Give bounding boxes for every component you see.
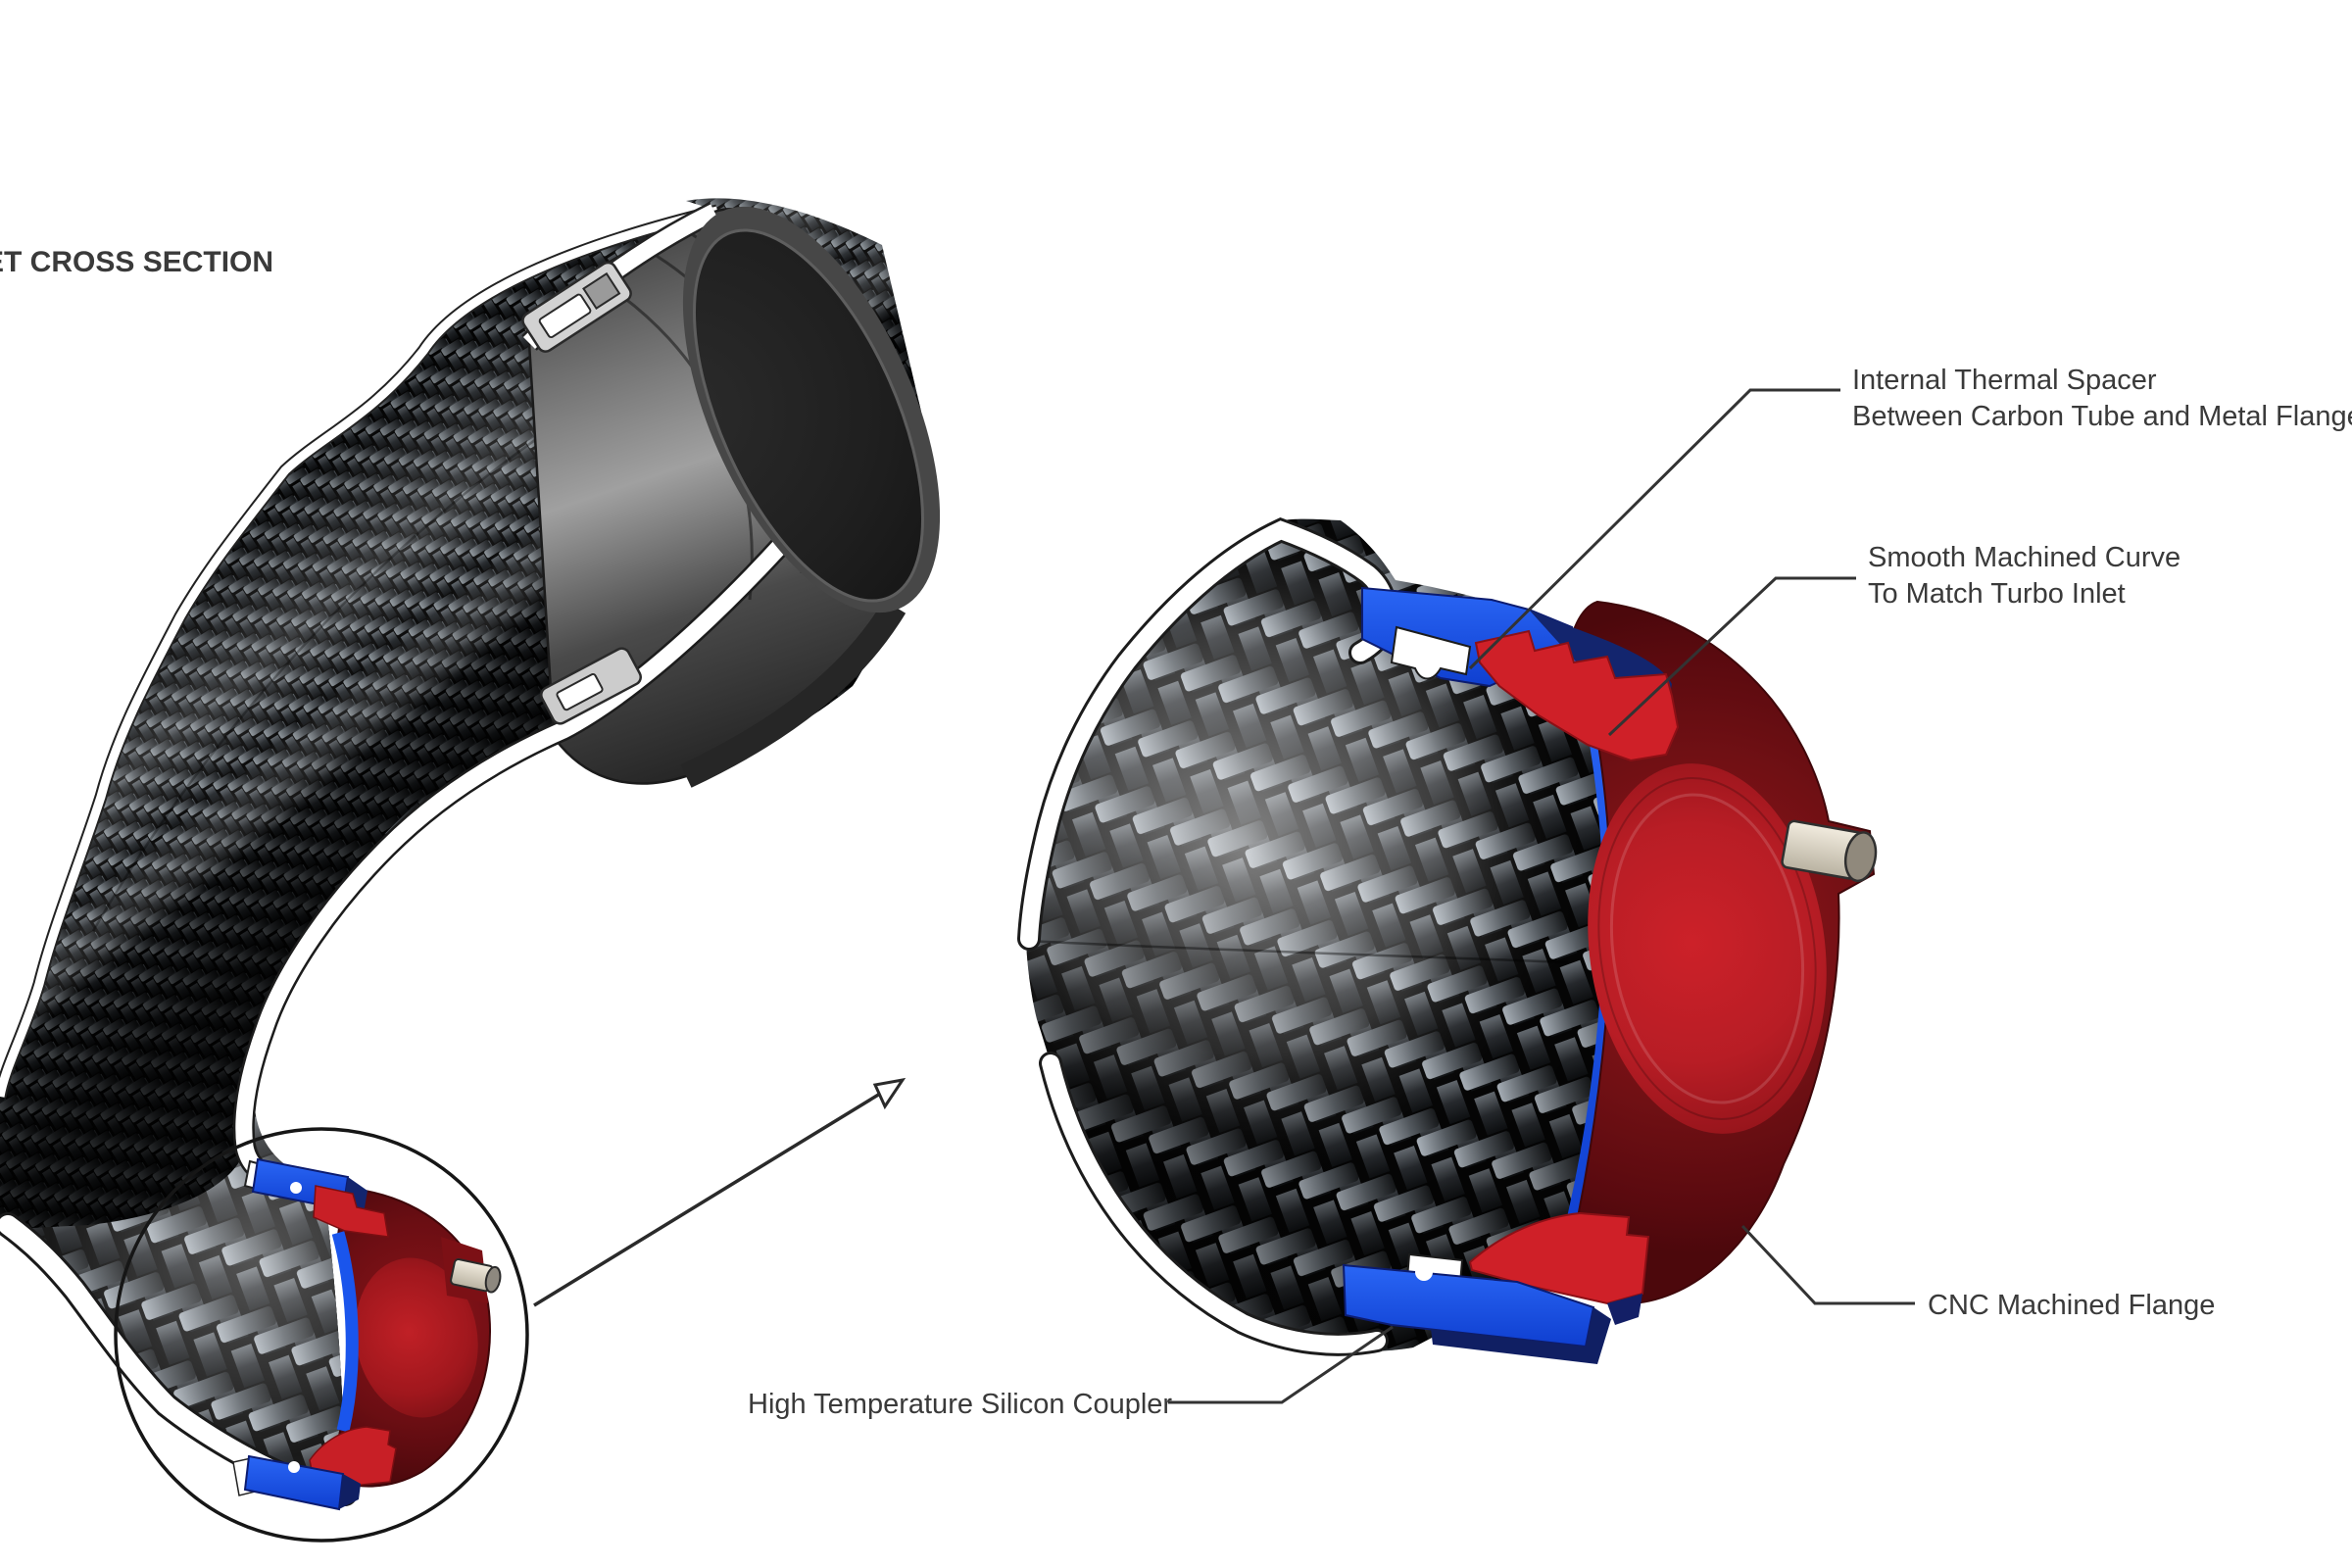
svg-text:High Temperature Silicon Coupl: High Temperature Silicon Coupler bbox=[748, 1389, 1172, 1420]
svg-text:Internal Thermal Spacer: Internal Thermal Spacer bbox=[1852, 365, 2157, 396]
svg-text:To Match Turbo Inlet: To Match Turbo Inlet bbox=[1868, 578, 2126, 610]
svg-text:Smooth Machined Curve: Smooth Machined Curve bbox=[1868, 542, 2180, 573]
svg-text:CNC Machined Flange: CNC Machined Flange bbox=[1928, 1290, 2215, 1321]
svg-text:Between Carbon Tube and Metal: Between Carbon Tube and Metal Flange bbox=[1852, 401, 2352, 432]
svg-text:ET CROSS SECTION: ET CROSS SECTION bbox=[0, 246, 273, 278]
